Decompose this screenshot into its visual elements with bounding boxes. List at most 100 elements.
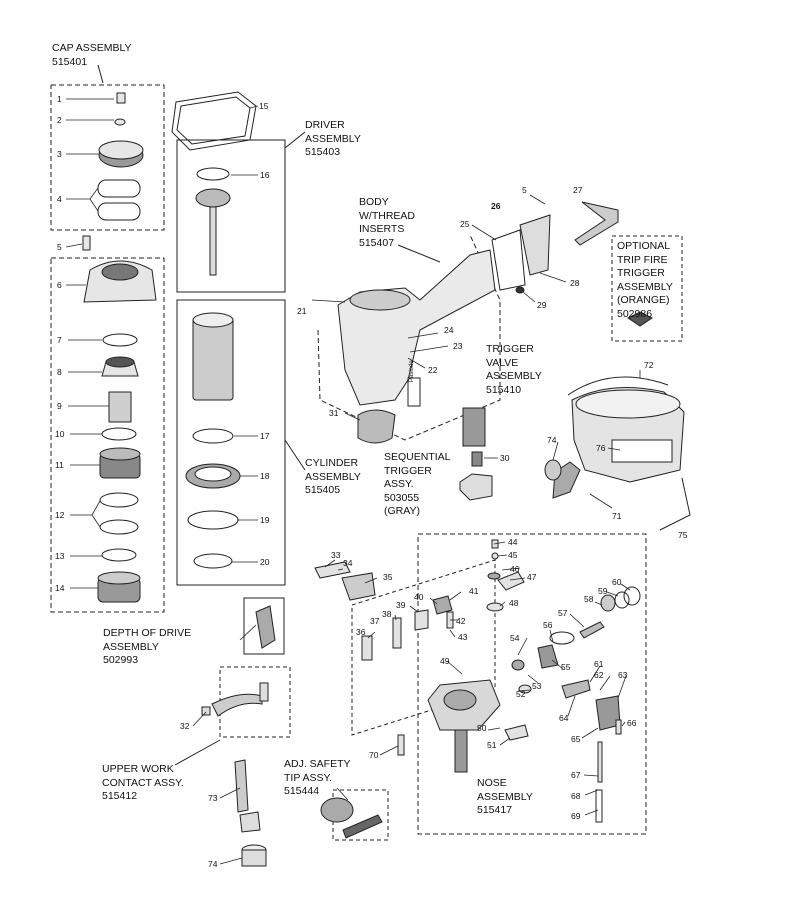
callout-63: 63 bbox=[618, 670, 628, 680]
callout-59: 59 bbox=[598, 586, 608, 596]
driver-assembly-box bbox=[176, 139, 286, 293]
trip-fire-line2: TRIP FIRE bbox=[617, 253, 668, 266]
callout-20: 20 bbox=[260, 557, 270, 567]
callout-74-second: 74 bbox=[208, 859, 218, 869]
callout-30: 30 bbox=[500, 453, 510, 463]
callout-48: 48 bbox=[509, 598, 519, 608]
callout-67: 67 bbox=[571, 770, 581, 780]
callout-46: 46 bbox=[510, 564, 520, 574]
callout-62: 62 bbox=[594, 670, 604, 680]
magazine bbox=[544, 376, 691, 531]
body-assembly-line1: BODY bbox=[359, 196, 389, 208]
nose-assembly-box bbox=[417, 533, 647, 835]
callout-40: 40 bbox=[414, 592, 424, 602]
callout-68: 68 bbox=[571, 791, 581, 801]
driver-assembly-line2: ASSEMBLY bbox=[305, 132, 361, 145]
callout-55: 55 bbox=[561, 662, 571, 672]
trip-fire-line3: TRIGGER bbox=[617, 267, 665, 279]
trigger-valve-line1: TRIGGER bbox=[486, 343, 534, 355]
cylinder-assembly-label: CYLINDER ASSEMBLY 515405 bbox=[305, 457, 361, 498]
callout-17: 17 bbox=[260, 431, 270, 441]
callout-1: 1 bbox=[57, 94, 62, 104]
callout-37: 37 bbox=[370, 616, 380, 626]
callout-25: 25 bbox=[460, 219, 470, 229]
trigger-valve-line3: ASSEMBLY bbox=[486, 370, 542, 382]
upper-line2: CONTACT ASSY. bbox=[102, 776, 184, 789]
callout-10: 10 bbox=[55, 429, 65, 439]
callout-75: 75 bbox=[678, 530, 688, 540]
callout-43: 43 bbox=[458, 632, 468, 642]
driver-assembly-line1: DRIVER bbox=[305, 119, 345, 131]
cylinder-assembly-box bbox=[176, 299, 286, 586]
body-assembly-number: 515407 bbox=[359, 236, 395, 249]
callout-26: 26 bbox=[491, 201, 501, 211]
sequential-number: 503055 bbox=[384, 491, 420, 504]
depth-line1: DEPTH OF DRIVE bbox=[103, 627, 192, 639]
safety-line2: TIP ASSY. bbox=[284, 771, 333, 784]
cylinder-assembly-line1: CYLINDER bbox=[305, 457, 359, 469]
trigger-valve-number: 515410 bbox=[486, 383, 522, 396]
sequential-trigger-label: SEQUENTIAL TRIGGER ASSY. 503055 (GRAY) bbox=[384, 451, 451, 519]
callout-15: 15 bbox=[259, 101, 269, 111]
callout-54: 54 bbox=[510, 633, 520, 643]
contact-parts bbox=[201, 605, 276, 867]
callout-35: 35 bbox=[383, 572, 393, 582]
callout-2: 2 bbox=[57, 115, 62, 125]
callout-52: 52 bbox=[516, 689, 526, 699]
driver-assembly-label: DRIVER ASSEMBLY 515403 bbox=[305, 119, 361, 160]
cap-assembly-box-lower bbox=[50, 257, 165, 613]
cap-assembly-label: CAP ASSEMBLY 515401 bbox=[52, 42, 132, 69]
nose-assembly-parts bbox=[314, 539, 641, 839]
body-assembly-label: BODY W/THREAD INSERTS 515407 bbox=[359, 196, 415, 250]
trip-fire-label: OPTIONAL TRIP FIRE TRIGGER ASSEMBLY (ORA… bbox=[617, 240, 673, 321]
depth-number: 502993 bbox=[103, 654, 139, 666]
callout-65: 65 bbox=[571, 734, 581, 744]
callout-21: 21 bbox=[297, 306, 307, 316]
callout-72: 72 bbox=[644, 360, 654, 370]
safety-number: 515444 bbox=[284, 785, 320, 797]
callout-4: 4 bbox=[57, 194, 62, 204]
trip-fire-line5: (ORANGE) bbox=[617, 294, 670, 306]
trip-fire-box bbox=[611, 235, 683, 342]
trip-fire-line4: ASSEMBLY bbox=[617, 280, 673, 293]
callout-64: 64 bbox=[559, 713, 569, 723]
callout-7: 7 bbox=[57, 335, 62, 345]
callout-24: 24 bbox=[444, 325, 454, 335]
trip-fire-line1: OPTIONAL bbox=[617, 240, 671, 252]
callout-11: 11 bbox=[55, 460, 64, 470]
nose-number: 515417 bbox=[477, 804, 513, 816]
callout-66: 66 bbox=[627, 718, 637, 728]
callout-70: 70 bbox=[369, 750, 379, 760]
trigger-valve-line2: VALVE bbox=[486, 356, 519, 369]
callout-44: 44 bbox=[508, 537, 518, 547]
callout-51: 51 bbox=[487, 740, 497, 750]
sequential-line3: ASSY. bbox=[384, 478, 414, 490]
callout-19: 19 bbox=[260, 515, 270, 525]
callout-60: 60 bbox=[612, 577, 622, 587]
callout-8: 8 bbox=[57, 367, 62, 377]
callout-74: 74 bbox=[547, 435, 557, 445]
callout-50: 50 bbox=[477, 723, 487, 733]
safety-tip-label: ADJ. SAFETY TIP ASSY. 515444 bbox=[284, 758, 351, 799]
callout-3: 3 bbox=[57, 149, 62, 159]
sequential-line2: TRIGGER bbox=[384, 464, 432, 477]
callout-36: 36 bbox=[356, 627, 366, 637]
body-housing bbox=[337, 201, 653, 501]
callout-57: 57 bbox=[558, 608, 568, 618]
sequential-color: (GRAY) bbox=[384, 505, 420, 517]
cap-assembly-parts bbox=[82, 92, 157, 603]
upper-number: 515412 bbox=[102, 790, 138, 802]
callout-31: 31 bbox=[329, 408, 339, 418]
callout-38: 38 bbox=[382, 609, 392, 619]
trip-fire-number: 502986 bbox=[617, 307, 653, 320]
callout-22: 22 bbox=[428, 365, 438, 375]
callout-5: 5 bbox=[57, 242, 62, 252]
cap-assembly-box-upper bbox=[50, 84, 165, 231]
callout-16: 16 bbox=[260, 170, 270, 180]
callout-49: 49 bbox=[440, 656, 450, 666]
driver-cylinder-parts bbox=[171, 91, 257, 569]
callout-13: 13 bbox=[55, 551, 65, 561]
callout-12: 12 bbox=[55, 510, 65, 520]
depth-of-drive-label: DEPTH OF DRIVE ASSEMBLY 502993 bbox=[103, 627, 191, 668]
callout-45: 45 bbox=[508, 550, 518, 560]
